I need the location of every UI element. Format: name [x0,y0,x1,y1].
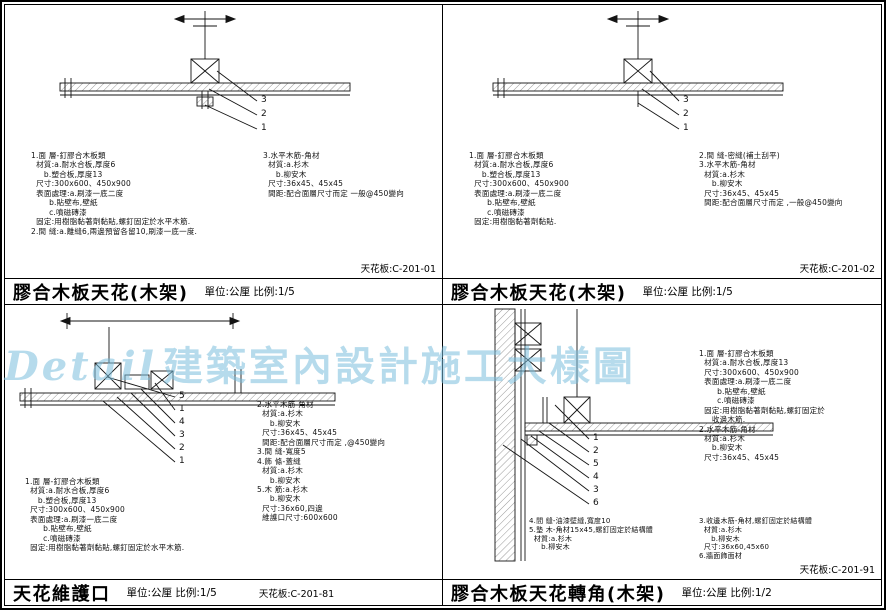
dimension-arrows [59,313,241,329]
panel-ceiling-detail-c20101: 3 2 1 1.面 層-釘膠合木板類 材質:a.耐水合板,厚度6 b.塑合板,厚… [4,4,443,305]
callout-number: 2 [261,109,267,119]
hanger-section-mark [173,11,237,59]
callout-number: 5 [593,459,599,469]
ceiling-board-hatch [19,392,336,402]
ceiling-board-hatch [524,422,774,432]
wood-furring-cross-section [190,58,220,84]
wall-structure-hatch [494,308,516,562]
joint-detail-hatch [196,96,214,107]
panel-ceiling-detail-c20102: 3 2 1 1.面 層-釘膠合木板類 材質:a.耐水合板,厚度6 b.塑合板,厚… [442,4,882,305]
detail-drawing-c20191 [443,305,880,577]
unit-scale-label: 單位:公厘 比例:1/2 [681,587,772,599]
leader-lines [102,376,176,463]
section-drawing [494,308,774,562]
callout-number: 3 [261,95,267,105]
spec-notes-left: 1.面 層-釘膠合木板類 材質:a.耐水合板,厚度6 b.塑合板,厚度13 尺寸… [469,151,569,227]
ceiling-board-lines [493,78,783,107]
unit-scale-label: 單位:公厘 比例:1/5 [126,587,217,599]
callout-number: 3 [683,95,689,105]
panel-title: 天花維護口 [13,583,111,605]
unit-scale-label: 單位:公厘 比例:1/5 [204,286,295,298]
spec-notes-left: 1.面 層-釘膠合木板類 材質:a.耐水合板,厚度6 b.塑合板,厚度13 尺寸… [25,477,185,553]
spec-notes-right: 1.面 層-釘膠合木板類 材質:a.耐水合板,厚度13 尺寸:300x600、4… [699,349,825,462]
callout-number: 6 [593,498,599,508]
callout-number: 1 [179,404,185,414]
detail-drawing-c20102 [443,5,880,147]
panel-title: 膠合木板天花(木架) [13,282,189,304]
unit-scale-label: 單位:公厘 比例:1/5 [642,286,733,298]
spec-notes-bottom-left: 4.間 縫-油漆壁縫,寬度10 5.墊 木-角材15x45,螺釘固定於結構體 材… [529,517,654,552]
callout-number: 4 [179,417,185,427]
access-frame-members [94,327,242,393]
detail-drawing-c20181 [5,305,442,473]
spec-notes-right: 2.間 縫-密縫(補土刮平) 3.水平木筋-角材 材質:a.杉木 b.柳安木 尺… [699,151,843,208]
callout-number: 1 [593,433,599,443]
edge-blocking-cross-sections [514,322,542,372]
panel-title: 膠合木板天花轉角(木架) [451,583,666,605]
wood-furring-cross-section [623,58,653,84]
callout-number: 3 [179,430,185,440]
title-bar: 天花維護口 單位:公厘 比例:1/5 天花板:C-201-81 [5,579,442,605]
panel-ceiling-access-c20181: 5 1 4 3 2 1 1.面 層-釘膠合木板類 材質:a.耐水合板,厚度6 b… [4,304,443,606]
callout-number: 2 [683,109,689,119]
callout-number: 1 [179,456,185,466]
callout-number: 1 [683,123,689,133]
spec-notes-right: 2.水平木筋-角材 材質:a.杉木 b.柳安木 尺寸:36x45、45x45 間… [257,400,386,523]
spec-notes-right: 3.水平木筋-角材 材質:a.杉木 b.柳安木 尺寸:36x45、45x45 間… [263,151,404,198]
panel-ceiling-corner-c20191: 1 2 5 4 3 6 1.面 層-釘膠合木板類 材質:a.耐水合板,厚度13 … [442,304,882,606]
callout-number: 4 [593,472,599,482]
hanger-section-mark [606,11,670,59]
leader-lines [502,404,590,505]
spec-notes-bottom-right: 3.收邊木筋-角材,螺釘固定於結構體 材質:a.杉木 b.柳安木 尺寸:36x6… [699,517,813,561]
leader-lines [204,70,258,130]
ceiling-board-hatch [492,82,784,92]
drawing-reference: 天花板:C-201-91 [799,565,875,576]
section-drawing [19,313,336,463]
callout-number: 5 [179,391,185,401]
drawing-reference: 天花板:C-201-01 [360,264,436,275]
ceiling-board-hatch [59,82,351,92]
panel-title: 膠合木板天花(木架) [451,282,627,304]
callout-number: 3 [593,485,599,495]
drawing-reference: 天花板:C-201-81 [258,588,335,600]
callout-number: 2 [593,446,599,456]
title-bar: 膠合木板天花轉角(木架) 單位:公厘 比例:1/2 [443,579,881,605]
ceiling-board-lines [20,388,335,408]
leader-lines [637,70,680,130]
wall-finish-lines [520,309,526,561]
callout-number: 2 [179,443,185,453]
section-drawing [492,11,784,130]
title-bar: 膠合木板天花(木架) 單位:公厘 比例:1/5 [5,278,442,304]
section-drawing [59,11,351,130]
hanger-and-furring [542,309,591,424]
spec-notes-left: 1.面 層-釘膠合木板類 材質:a.耐水合板,厚度6 b.塑合板,厚度13 尺寸… [31,151,198,236]
detail-drawing-c20101 [5,5,442,147]
drawing-reference: 天花板:C-201-02 [799,264,875,275]
callout-number: 1 [261,123,267,133]
title-bar: 膠合木板天花(木架) 單位:公厘 比例:1/5 [443,278,881,304]
